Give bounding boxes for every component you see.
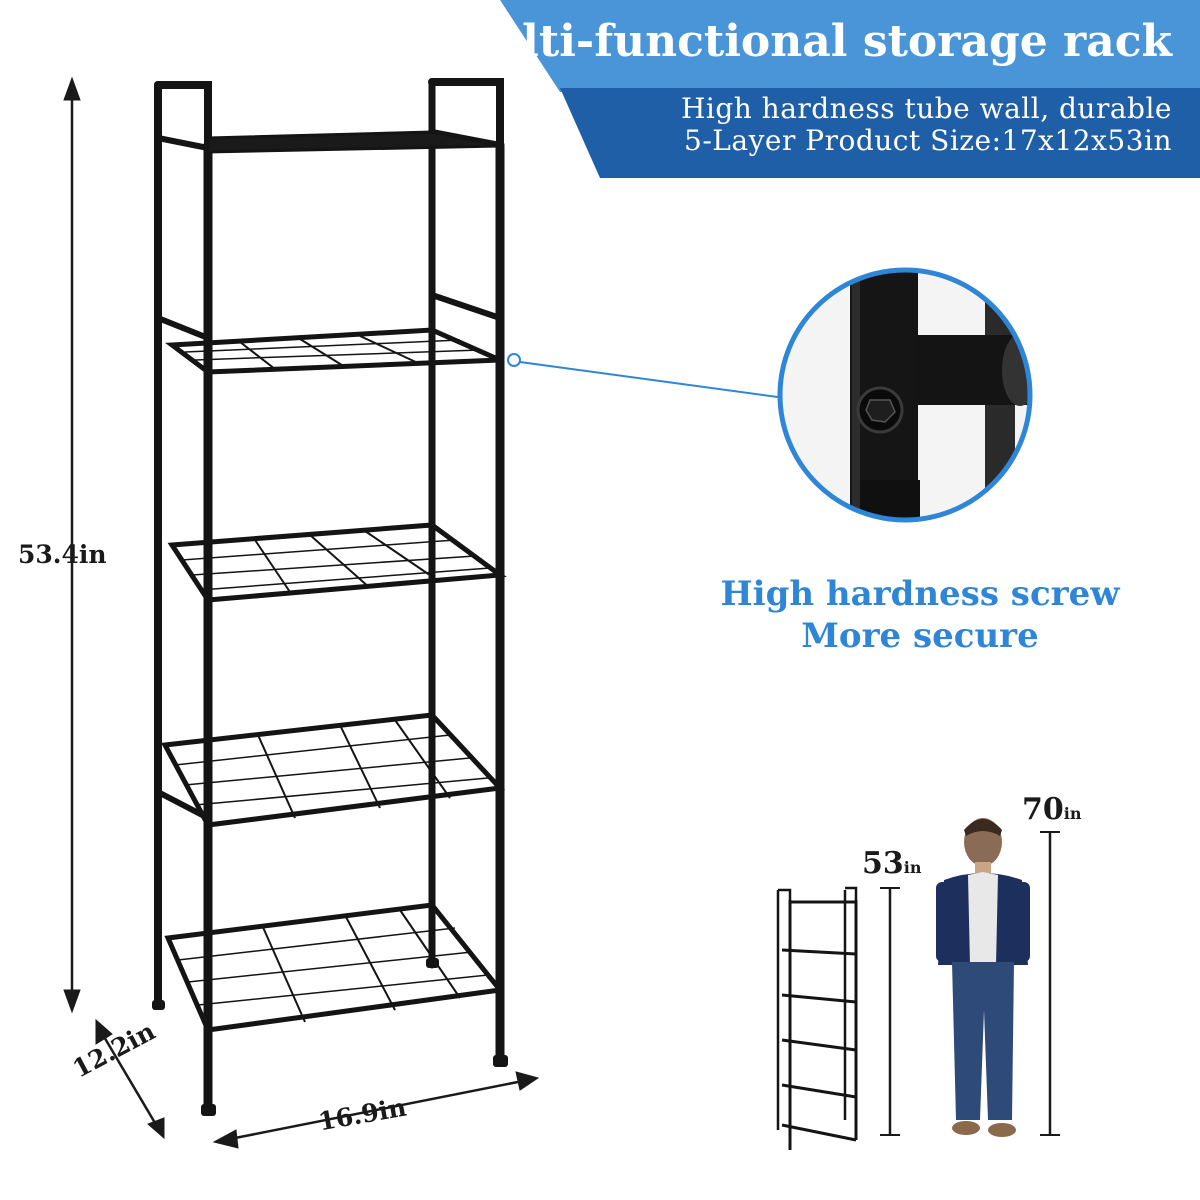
- callout-line1: High hardness screw: [720, 574, 1120, 614]
- person-height-label: 70in: [1022, 792, 1081, 827]
- person-height-line: [1040, 831, 1060, 1136]
- rack-height-label: 53in: [862, 846, 921, 881]
- small-rack-illustration: [776, 886, 858, 1150]
- callout-connector: [507, 353, 786, 399]
- width-dimension-arrow: [212, 1071, 540, 1149]
- rack-height-unit: in: [903, 858, 922, 877]
- person-height-value: 70: [1022, 792, 1064, 827]
- banner-subtitle-line1: High hardness tube wall, durable: [680, 92, 1172, 125]
- callout-line2: More secure: [801, 616, 1039, 656]
- height-dimension-label: 53.4in: [18, 540, 107, 569]
- rack-height-line: [880, 887, 900, 1136]
- rack-height-value: 53: [862, 846, 904, 881]
- banner-shape: [500, 0, 1200, 178]
- header-banner: Multi-functional storage rack High hardn…: [0, 0, 1200, 180]
- rack-feet: [152, 958, 508, 1116]
- banner-title: Multi-functional storage rack: [441, 16, 1172, 67]
- depth-dimension-arrow: [95, 1018, 165, 1140]
- height-dimension-arrow: [63, 76, 81, 1014]
- person-illustration: [936, 818, 1030, 1137]
- banner-subtitle-line2: 5-Layer Product Size:17x12x53in: [684, 124, 1172, 157]
- screw-detail-zoom: [777, 267, 1033, 523]
- rack-shelves: [161, 130, 507, 1033]
- person-height-unit: in: [1063, 804, 1082, 823]
